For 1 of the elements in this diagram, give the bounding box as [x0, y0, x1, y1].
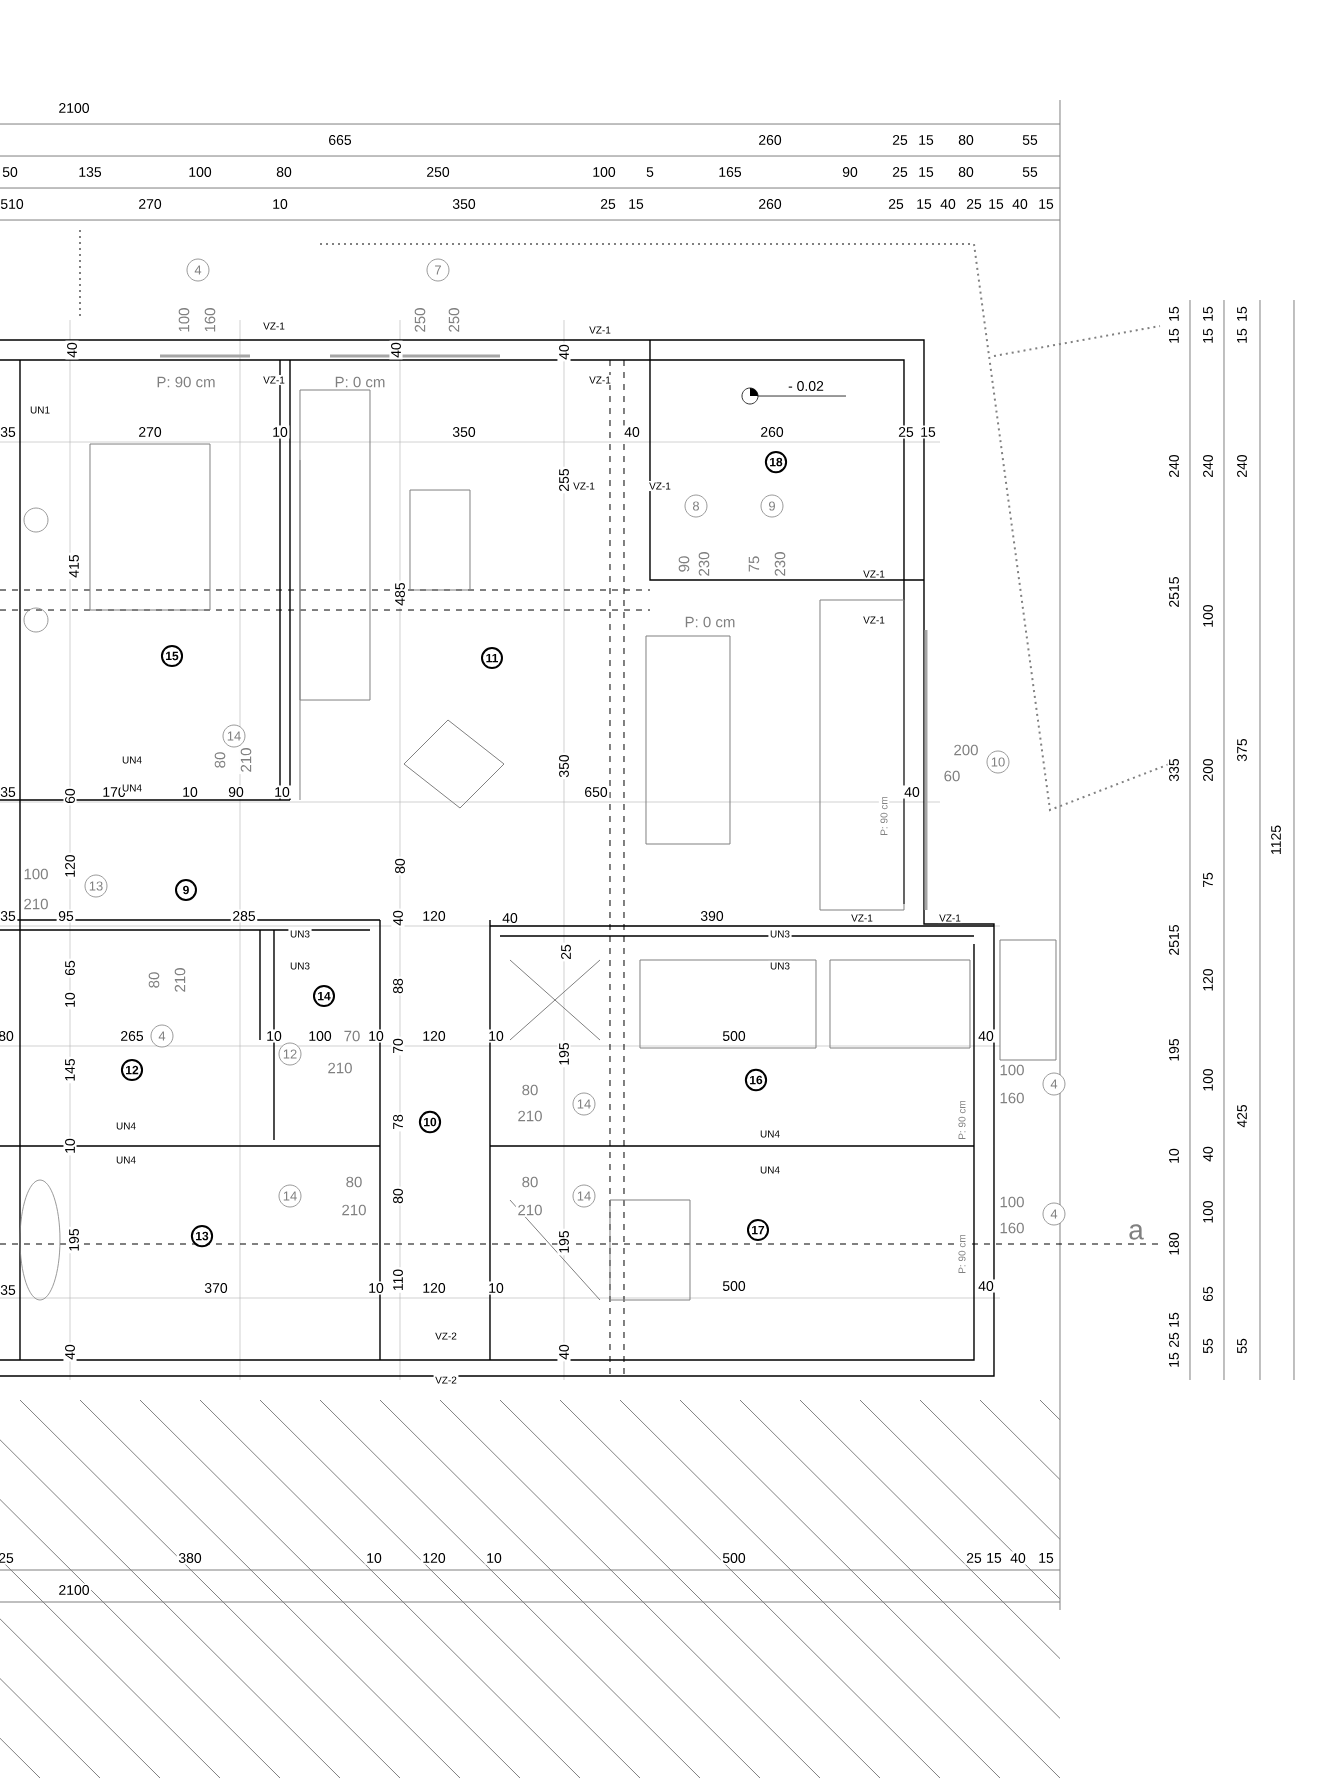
- section-letter: a: [1126, 1222, 1146, 1242]
